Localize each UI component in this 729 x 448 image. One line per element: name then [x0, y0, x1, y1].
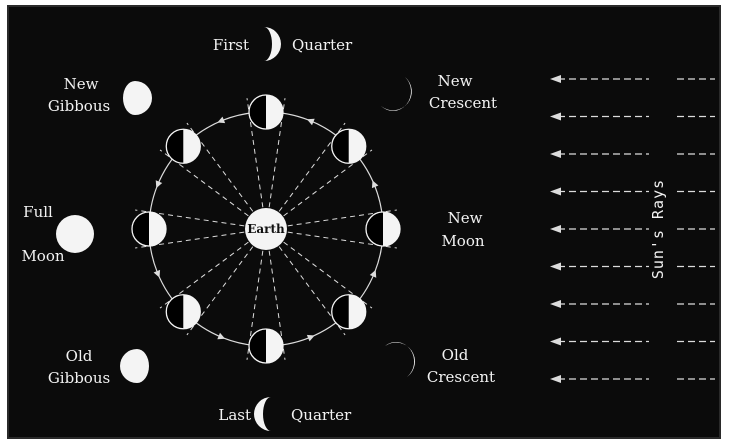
new-gibbous-moon	[123, 81, 152, 115]
sun-ray	[550, 113, 715, 121]
sun-ray-arrowhead	[550, 338, 561, 346]
earth-label: Earth	[247, 222, 285, 236]
sun-ray	[550, 150, 715, 158]
phase-new-crescent: New Crescent	[381, 72, 497, 112]
sun-ray-arrowhead	[550, 188, 561, 196]
phase-old-crescent: Old Crescent	[385, 342, 495, 386]
orbit-moon-lit-half	[149, 212, 166, 246]
phase-new-gibbous: New Gibbous	[48, 75, 152, 115]
first-quarter-moon	[264, 27, 281, 61]
old-gibbous-moon	[120, 349, 149, 383]
old-crescent-moon	[385, 342, 415, 377]
old-gibbous-label-line2: Gibbous	[48, 369, 110, 387]
first-quarter-label-right: Quarter	[292, 36, 353, 54]
new-moon-label-line1: New	[448, 209, 483, 227]
sun-rays	[550, 75, 715, 383]
sun-ray	[550, 338, 715, 346]
orbit-moon-lit-half	[349, 295, 366, 329]
old-crescent-label-line1: Old	[442, 346, 469, 364]
old-gibbous-label-line1: Old	[66, 347, 93, 365]
new-crescent-label-line1: New	[438, 72, 473, 90]
sun-ray	[550, 75, 715, 83]
last-quarter-label-right: Quarter	[291, 406, 352, 424]
orbit-moon	[166, 295, 200, 329]
sun-ray	[550, 375, 715, 383]
sun-rays-label: Sun's Rays	[649, 179, 667, 279]
full-moon-label-line1: Full	[23, 203, 53, 221]
new-gibbous-label-line1: New	[64, 75, 99, 93]
old-crescent-label-line2: Crescent	[427, 368, 495, 386]
phase-last-quarter: Last Quarter	[218, 397, 352, 431]
sun-ray	[550, 263, 715, 271]
new-crescent-label-line2: Crescent	[429, 94, 497, 112]
orbit-moon-lit-half	[266, 95, 283, 129]
phase-old-gibbous: Old Gibbous	[48, 347, 149, 387]
orbit-moon	[249, 95, 283, 129]
sun-ray	[550, 300, 715, 308]
orbit-moon	[166, 129, 200, 163]
sun-ray-arrowhead	[550, 300, 561, 308]
new-gibbous-label-line2: Gibbous	[48, 97, 110, 115]
sun-ray-arrowhead	[550, 113, 561, 121]
orbit-moon-lit-half	[383, 212, 400, 246]
orbit-moon	[332, 129, 366, 163]
orbit-moon	[332, 295, 366, 329]
last-quarter-moon	[254, 397, 271, 431]
sun-ray-arrowhead	[550, 75, 561, 83]
new-crescent-moon	[381, 77, 412, 111]
orbit-moon	[249, 329, 283, 363]
sun-ray-arrowhead	[550, 150, 561, 158]
full-moon-label-line2: Moon	[21, 247, 64, 265]
sun-ray-arrowhead	[550, 375, 561, 383]
phase-new-moon: New Moon	[441, 209, 484, 250]
moon-phases-diagram: Earth First Quarter New Crescent New Gib…	[9, 7, 723, 441]
sun-ray-arrowhead	[550, 225, 561, 233]
new-moon-label-line2: Moon	[441, 232, 484, 250]
orbit-moon-lit-half	[266, 329, 283, 363]
phase-first-quarter: First Quarter	[213, 27, 353, 61]
sun-ray	[550, 188, 715, 196]
phase-full-moon: Full Moon	[21, 203, 94, 265]
orbit-moon	[366, 212, 400, 246]
orbit-moon-lit-half	[349, 129, 366, 163]
last-quarter-label-left: Last	[218, 406, 251, 424]
earth: Earth	[245, 208, 287, 250]
sun-ray-arrowhead	[550, 263, 561, 271]
diagram-frame: Earth First Quarter New Crescent New Gib…	[7, 5, 721, 439]
orbit-moon	[132, 212, 166, 246]
sun-ray	[550, 225, 715, 233]
first-quarter-label-left: First	[213, 36, 249, 54]
